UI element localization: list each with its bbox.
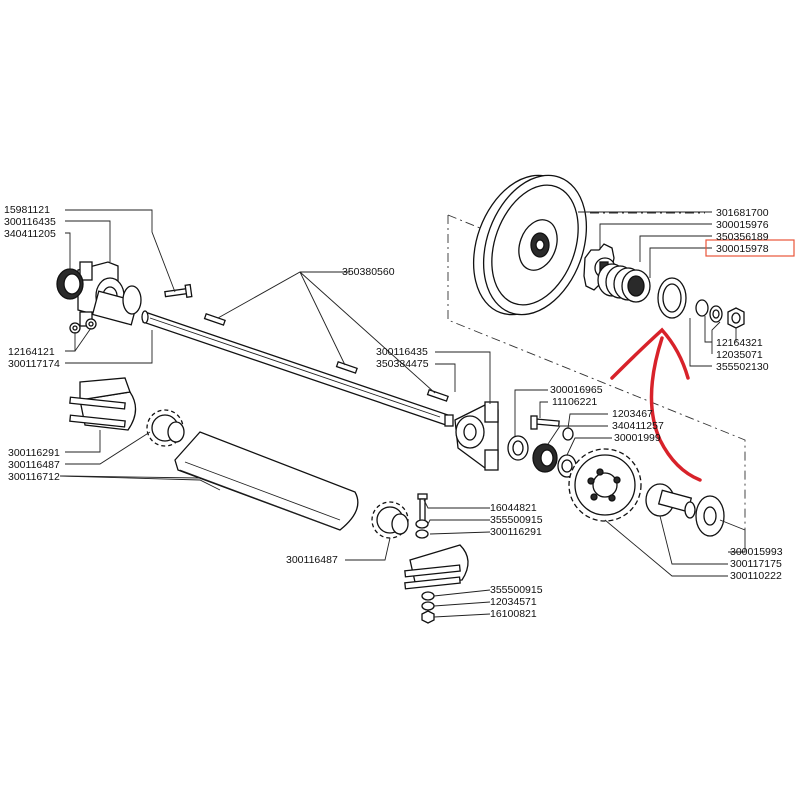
label-355500915-b: 355500915 — [490, 584, 543, 596]
right-bearing-housing — [454, 401, 499, 471]
ring-part — [657, 277, 687, 319]
label-350384475: 350384475 — [376, 358, 429, 370]
label-300117174: 300117174 — [8, 358, 60, 370]
label-300016965: 300016965 — [550, 384, 603, 396]
label-300110222: 300110222 — [730, 570, 782, 582]
left-bearing-housing — [77, 261, 142, 327]
bolt-11106221 — [530, 415, 560, 430]
label-16044821: 16044821 — [490, 502, 537, 514]
label-300116435-b: 300116435 — [376, 346, 428, 358]
label-12164321: 12164321 — [716, 337, 763, 349]
label-16100821: 16100821 — [490, 608, 537, 620]
chain-guard-upper — [69, 377, 137, 431]
idler-sprocket-lower — [371, 501, 409, 539]
spring-clutch — [597, 263, 651, 303]
highlight-arrow-curve — [649, 336, 702, 482]
large-sprocket — [568, 448, 642, 522]
left-bearing-ring — [56, 268, 84, 300]
label-12164121: 12164121 — [8, 346, 55, 358]
highlight-box — [705, 239, 795, 257]
label-301681700: 301681700 — [716, 207, 769, 219]
label-350380560: 350380560 — [342, 266, 395, 278]
label-12034571: 12034571 — [490, 596, 537, 608]
shaft-keys — [203, 313, 449, 402]
highlight-annotation — [610, 239, 795, 482]
label-30001999: 30001999 — [614, 432, 661, 444]
bolt-16044821 — [417, 493, 428, 522]
part-labels: 15981121 300116435 340411205 12164121 30… — [4, 204, 783, 620]
main-shaft — [141, 310, 454, 427]
label-300117175: 300117175 — [730, 558, 782, 570]
lower-bearing — [532, 443, 558, 473]
flange-plate — [695, 495, 725, 537]
label-15981121: 15981121 — [4, 204, 50, 216]
leader-lines — [59, 209, 746, 618]
label-1203467: 1203467 — [612, 408, 653, 420]
highlight-arrow — [610, 327, 690, 380]
left-bolt — [164, 283, 193, 298]
label-300116291-b: 300116291 — [490, 526, 542, 538]
label-11106221: 11106221 — [552, 396, 597, 408]
label-300015978: 300015978 — [716, 243, 769, 255]
pulley — [472, 174, 588, 316]
chain-guard-belt — [174, 431, 359, 531]
idler-sprocket-upper — [146, 409, 185, 447]
label-300116487-a: 300116487 — [8, 459, 60, 471]
chain-guard-lower — [404, 544, 469, 590]
flange-hub — [645, 483, 696, 519]
label-350356189: 350356189 — [716, 231, 769, 243]
label-355500915-a: 355500915 — [490, 514, 543, 526]
label-355502130: 355502130 — [716, 361, 769, 373]
small-washer — [562, 427, 574, 441]
label-12035071: 12035071 — [716, 349, 763, 361]
label-340411257: 340411257 — [612, 420, 664, 432]
left-nuts — [69, 318, 97, 334]
label-300015993: 300015993 — [730, 546, 783, 558]
washers — [695, 299, 723, 323]
assembly-frame — [447, 212, 746, 530]
label-300116487-b: 300116487 — [286, 554, 338, 566]
label-340411205: 340411205 — [4, 228, 56, 240]
label-300015976: 300015976 — [716, 219, 769, 231]
lower-seal-ring — [507, 435, 529, 461]
nut — [727, 307, 745, 329]
washers-center — [415, 519, 429, 539]
fasteners-bottom — [421, 591, 435, 624]
label-300116291-a: 300116291 — [8, 447, 60, 459]
label-300116435-a: 300116435 — [4, 216, 56, 228]
label-300116712: 300116712 — [8, 471, 60, 483]
